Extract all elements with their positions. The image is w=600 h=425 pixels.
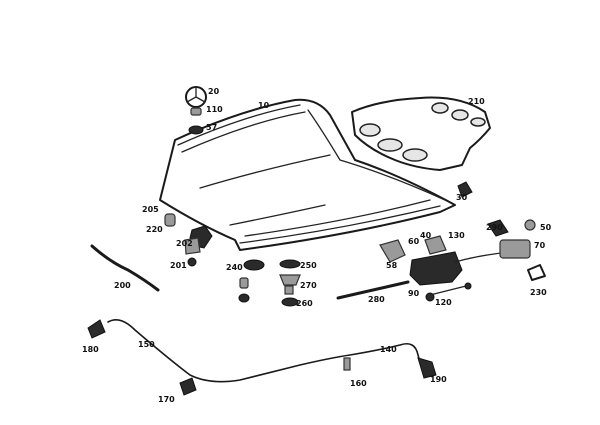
callout-210: 210 xyxy=(468,97,485,106)
callout-60: 60 xyxy=(408,237,420,246)
callout-270: 270 xyxy=(300,281,317,290)
callout-230: 230 xyxy=(530,288,547,297)
center-fasteners[interactable] xyxy=(238,259,301,307)
left-hinge-parts[interactable] xyxy=(164,213,213,267)
callout-200: 200 xyxy=(114,281,131,290)
callout-30: 30 xyxy=(456,193,468,202)
callout-170: 170 xyxy=(158,395,175,404)
callout-10: 10 xyxy=(258,101,270,110)
callout-260: 260 xyxy=(296,299,313,308)
insulation-mat[interactable] xyxy=(351,96,491,171)
sealing-strip[interactable] xyxy=(90,244,160,292)
callout-202: 202 xyxy=(176,239,193,248)
callout-90: 90 xyxy=(408,289,420,298)
callout-201: 201 xyxy=(170,261,187,270)
callout-40: 40 xyxy=(420,231,432,240)
callout-290: 290 xyxy=(486,223,503,232)
callout-20: 20 xyxy=(208,87,220,96)
callout-labels: 10 20 30 40 50 57 58 60 70 90 110 120 13… xyxy=(82,87,552,404)
callout-280: 280 xyxy=(368,295,385,304)
hood-clip[interactable] xyxy=(457,181,473,198)
callout-250: 250 xyxy=(300,261,317,270)
callout-130: 130 xyxy=(448,231,465,240)
callout-70: 70 xyxy=(534,241,546,250)
callout-110: 110 xyxy=(206,105,223,114)
callout-205: 205 xyxy=(142,205,159,214)
callout-140: 140 xyxy=(380,345,397,354)
callout-160: 160 xyxy=(350,379,367,388)
hood-panel[interactable] xyxy=(159,98,456,251)
callout-180: 180 xyxy=(82,345,99,354)
callout-190: 190 xyxy=(430,375,447,384)
callout-57: 57 xyxy=(206,123,217,132)
star-emblem[interactable] xyxy=(185,86,207,135)
release-cable[interactable] xyxy=(87,319,437,396)
callout-220: 220 xyxy=(146,225,163,234)
callout-58: 58 xyxy=(386,261,398,270)
callout-240: 240 xyxy=(226,263,243,272)
callout-50: 50 xyxy=(540,223,552,232)
hood-lock-assembly[interactable] xyxy=(336,219,546,302)
callout-120: 120 xyxy=(435,298,452,307)
callout-150: 150 xyxy=(138,340,155,349)
